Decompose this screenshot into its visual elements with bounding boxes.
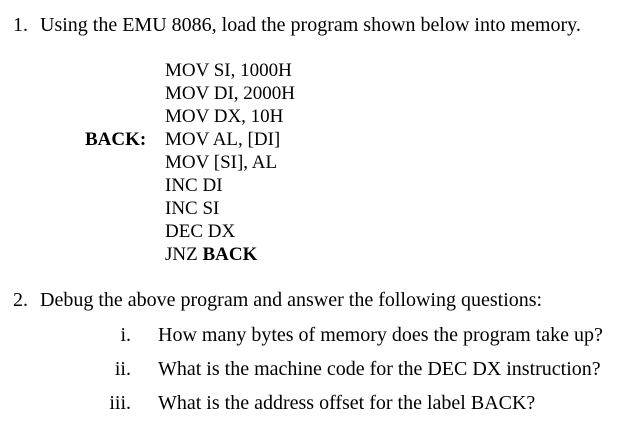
question-2: 2. Debug the above program and answer th… bbox=[13, 288, 542, 313]
question-1-number: 1. bbox=[13, 14, 28, 36]
program-line: MOV SI, 1000H bbox=[85, 59, 295, 82]
program-line-instruction: INC DI bbox=[165, 175, 223, 196]
sub-question-text: How many bytes of memory does the progra… bbox=[158, 324, 603, 346]
program-line-label bbox=[85, 197, 165, 220]
sub-question-numeral: i. bbox=[120, 324, 131, 346]
question-1: 1. Using the EMU 8086, load the program … bbox=[13, 13, 581, 38]
program-line-instruction: DEC DX bbox=[165, 221, 236, 242]
program-line-label bbox=[85, 220, 165, 243]
sub-question-text: What is the address offset for the label… bbox=[158, 392, 536, 414]
program-line-instruction: JNZ bbox=[165, 244, 203, 265]
sub-questions: i. How many bytes of memory does the pro… bbox=[0, 323, 603, 425]
sub-question: ii. What is the machine code for the DEC… bbox=[0, 357, 603, 382]
program-line-instruction: MOV DI, 2000H bbox=[165, 83, 296, 104]
program-line: JNZ BACK bbox=[85, 243, 295, 266]
sub-question-numeral: ii. bbox=[114, 358, 131, 380]
program-line-instruction: MOV [SI], AL bbox=[165, 152, 278, 173]
program-line: INC SI bbox=[85, 197, 295, 220]
program-line: INC DI bbox=[85, 174, 295, 197]
program-line: MOV [SI], AL bbox=[85, 151, 295, 174]
sub-question-numeral: iii. bbox=[109, 392, 131, 414]
program-line: MOV DI, 2000H bbox=[85, 82, 295, 105]
question-2-number: 2. bbox=[13, 289, 28, 311]
program-line-bold-operand: BACK bbox=[202, 244, 258, 265]
program-line-label bbox=[85, 82, 165, 105]
program-line-label bbox=[85, 174, 165, 197]
sub-question-text: What is the machine code for the DEC DX … bbox=[158, 358, 601, 380]
program-line-label bbox=[85, 59, 165, 82]
assembly-program: MOV SI, 1000H MOV DI, 2000H MOV DX, 10H … bbox=[85, 59, 295, 266]
program-line-instruction: MOV AL, [DI] bbox=[165, 129, 281, 150]
program-line-instruction: INC SI bbox=[165, 198, 220, 219]
program-line-label bbox=[85, 243, 165, 266]
program-line: MOV DX, 10H bbox=[85, 105, 295, 128]
program-line: DEC DX bbox=[85, 220, 295, 243]
sub-question: i. How many bytes of memory does the pro… bbox=[0, 323, 603, 348]
program-line-label: BACK: bbox=[85, 129, 147, 150]
program-line-label bbox=[85, 105, 165, 128]
sub-question: iii. What is the address offset for the … bbox=[0, 391, 603, 416]
program-line-instruction: MOV SI, 1000H bbox=[165, 60, 292, 81]
question-2-text: Debug the above program and answer the f… bbox=[40, 289, 543, 311]
program-line-label bbox=[85, 151, 165, 174]
question-1-text: Using the EMU 8086, load the program sho… bbox=[40, 14, 581, 36]
program-line-instruction: MOV DX, 10H bbox=[165, 106, 284, 127]
program-line: BACK: MOV AL, [DI] bbox=[85, 128, 295, 151]
